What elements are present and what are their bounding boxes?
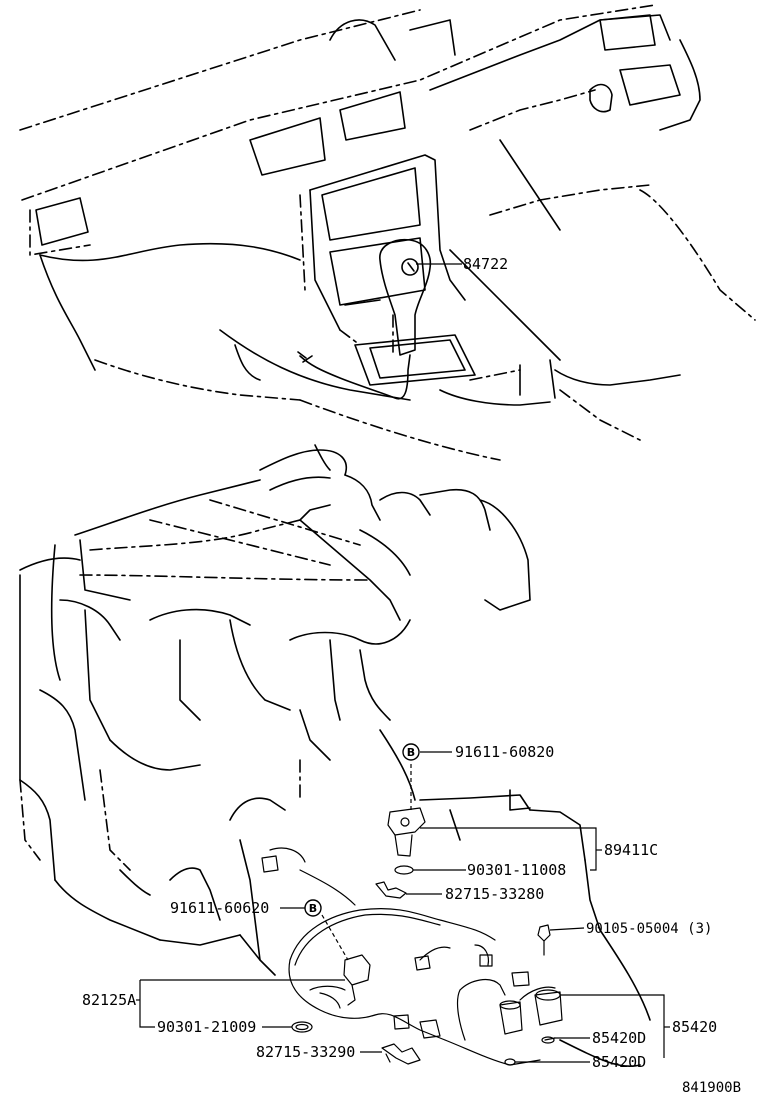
leader-lines: [136, 263, 670, 1063]
part-label-89411c: 89411C: [604, 841, 658, 859]
badge-b-upper-text: B: [407, 746, 415, 759]
part-label-82125a: 82125A: [82, 991, 136, 1009]
part-label-85420d-upper: 85420D: [592, 1029, 646, 1047]
part-label-90105-05004: 90105-05004 (3): [586, 921, 712, 937]
diagram-code: 841900B: [682, 1080, 741, 1096]
badge-b-upper: B: [402, 743, 420, 761]
part-label-91611-60620: 91611-60620: [170, 899, 269, 917]
dashboard-drawing: [19, 4, 756, 461]
badge-b-lower-text: B: [309, 902, 317, 915]
part-label-82715-33290: 82715-33290: [256, 1043, 355, 1061]
part-label-90301-11008: 90301-11008: [467, 861, 566, 879]
components-drawing: [261, 807, 563, 1066]
part-label-85420: 85420: [672, 1018, 717, 1036]
part-label-84722: 84722: [463, 255, 508, 273]
part-label-90301-21009: 90301-21009: [157, 1018, 256, 1036]
badge-b-lower: B: [304, 899, 322, 917]
part-label-82715-33280: 82715-33280: [445, 885, 544, 903]
part-label-85420d-lower: 85420D: [592, 1053, 646, 1071]
part-label-91611-60820: 91611-60820: [455, 743, 554, 761]
engine-drawing: [19, 444, 651, 1068]
